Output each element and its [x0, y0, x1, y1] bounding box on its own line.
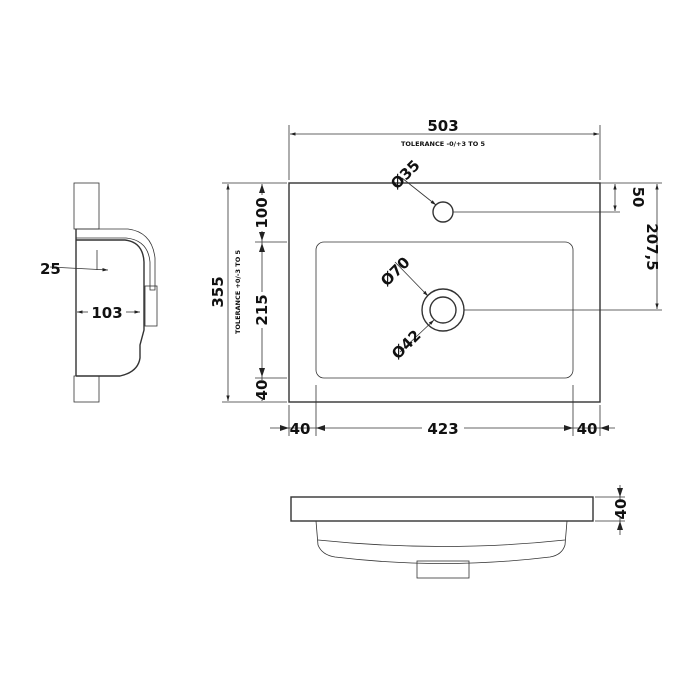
waste-outer-dia-label: Ø70	[377, 253, 414, 290]
front-view: 40	[290, 485, 630, 579]
waste-offset-label: 207,5	[643, 223, 661, 270]
tap-hole-dia-label: Ø35	[387, 156, 424, 193]
depth-tolerance: TOLERANCE +0/-3 TO 5	[234, 249, 242, 334]
section-wall-label: 25	[40, 260, 61, 278]
rim-height-label: 40	[612, 499, 630, 520]
waste-outer	[421, 288, 465, 332]
section-depth-label: 103	[91, 304, 122, 322]
basin-outline	[288, 182, 601, 403]
front-margin-label: 40	[253, 380, 271, 401]
back-margin-label: 100	[253, 197, 271, 228]
left-margin-label: 40	[290, 420, 311, 438]
bowl-width-label: 423	[427, 420, 458, 438]
top-view: Ø35 Ø70 Ø42 503 TOLERANCE -0/+3 TO 5 50 …	[209, 117, 662, 438]
tap-offset-label: 50	[629, 187, 647, 208]
width-label: 503	[427, 117, 458, 135]
depth-label: 355	[209, 276, 227, 307]
width-tolerance: TOLERANCE -0/+3 TO 5	[401, 140, 486, 148]
bowl-depth-label: 215	[253, 294, 271, 325]
waste-inner	[429, 296, 457, 324]
side-section-view: 25 103	[40, 182, 158, 403]
waste-inner-dia-label: Ø42	[388, 326, 425, 363]
right-margin-label: 40	[577, 420, 598, 438]
